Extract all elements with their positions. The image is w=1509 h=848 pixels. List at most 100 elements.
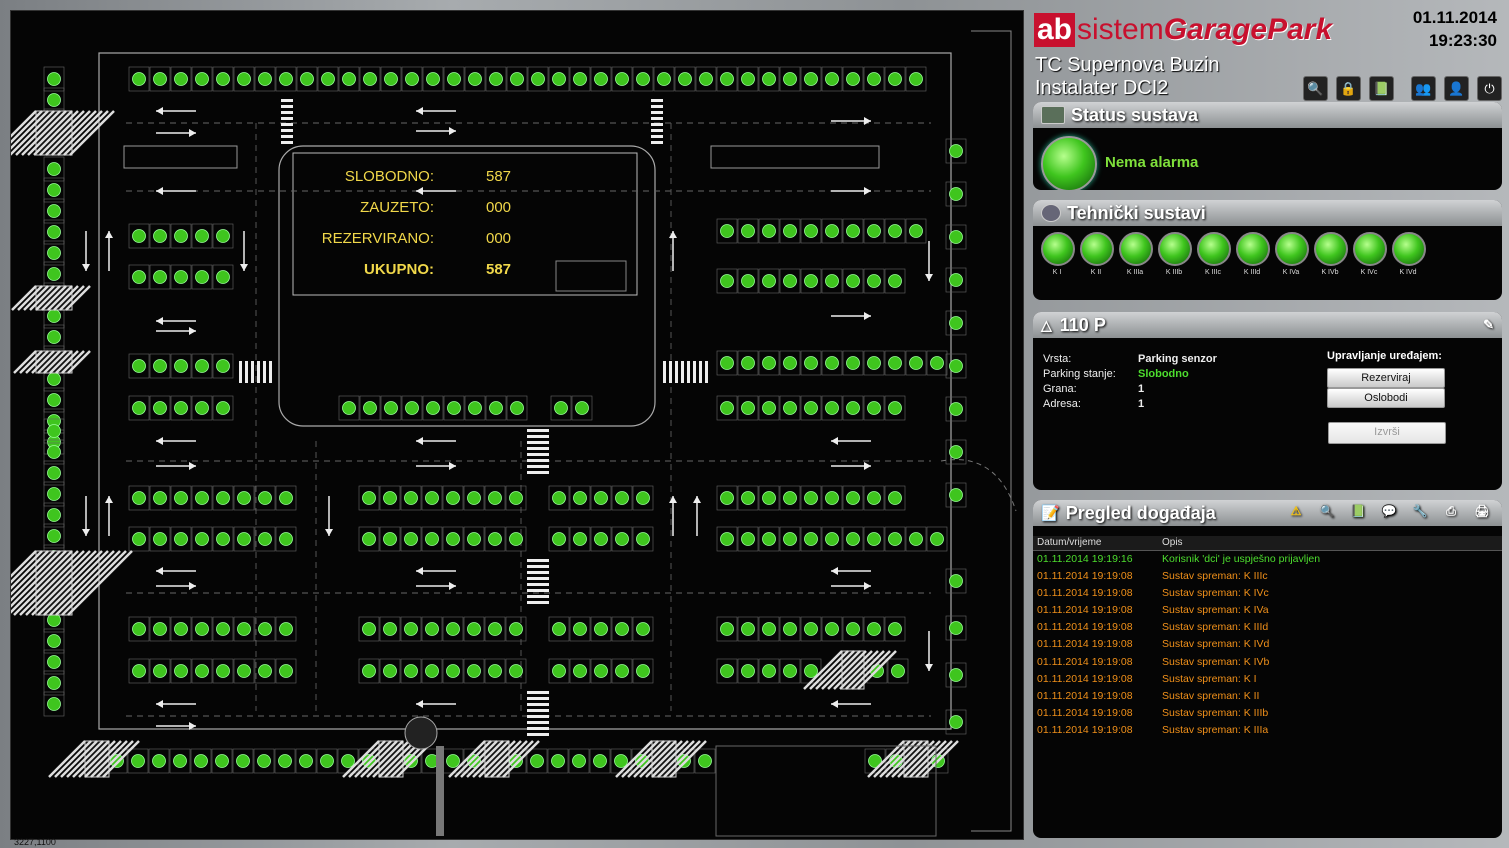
parking-spot-sensor[interactable]: [422, 395, 444, 421]
search-events-icon[interactable]: 🔍: [1319, 504, 1335, 518]
power-icon[interactable]: ⏻: [1477, 76, 1502, 101]
parking-spot-sensor[interactable]: [127, 748, 149, 774]
users-icon[interactable]: 👥: [1411, 76, 1436, 101]
parking-spot-sensor[interactable]: [379, 526, 401, 552]
parking-spot-sensor[interactable]: [926, 350, 948, 376]
parking-spot-sensor[interactable]: [716, 485, 738, 511]
parking-map-canvas[interactable]: SLOBODNO:587ZAUZETO:000REZERVIRANO:000UK…: [11, 11, 1023, 839]
parking-spot-sensor[interactable]: [569, 526, 591, 552]
parking-spot-sensor[interactable]: [695, 66, 717, 92]
parking-spot-sensor[interactable]: [212, 395, 234, 421]
parking-spot-sensor[interactable]: [526, 748, 548, 774]
parking-spot-sensor[interactable]: [884, 66, 906, 92]
parking-spot-sensor[interactable]: [945, 310, 967, 336]
parking-spot-sensor[interactable]: [926, 526, 948, 552]
parking-spot-sensor[interactable]: [358, 658, 380, 684]
parking-spot-sensor[interactable]: [737, 268, 759, 294]
parking-spot-sensor[interactable]: [611, 658, 633, 684]
parking-spot-sensor[interactable]: [548, 485, 570, 511]
parking-spot-sensor[interactable]: [800, 395, 822, 421]
parking-spot-sensor[interactable]: [821, 526, 843, 552]
parking-spot-sensor[interactable]: [863, 268, 885, 294]
printer-icon[interactable]: 🖨: [1474, 504, 1490, 518]
parking-spot-sensor[interactable]: [842, 395, 864, 421]
parking-spot-sensor[interactable]: [716, 616, 738, 642]
parking-spot-sensor[interactable]: [379, 658, 401, 684]
reserve-button[interactable]: Rezerviraj: [1327, 368, 1445, 388]
parking-spot-sensor[interactable]: [884, 218, 906, 244]
parking-spot-sensor[interactable]: [128, 616, 150, 642]
parking-spot-sensor[interactable]: [737, 616, 759, 642]
parking-spot-sensor[interactable]: [945, 709, 967, 735]
parking-spot-sensor[interactable]: [884, 526, 906, 552]
parking-spot-sensor[interactable]: [484, 616, 506, 642]
parking-spot-sensor[interactable]: [945, 615, 967, 641]
parking-spot-sensor[interactable]: [149, 223, 171, 249]
parking-spot-sensor[interactable]: [800, 526, 822, 552]
parking-spot-sensor[interactable]: [212, 658, 234, 684]
parking-spot-sensor[interactable]: [905, 218, 927, 244]
parking-spot-sensor[interactable]: [463, 658, 485, 684]
parking-spot-sensor[interactable]: [842, 616, 864, 642]
tech-system-item[interactable]: K IIIc: [1197, 232, 1231, 276]
parking-spot-sensor[interactable]: [212, 485, 234, 511]
parking-spot-sensor[interactable]: [212, 526, 234, 552]
parking-spot-sensor[interactable]: [128, 66, 150, 92]
parking-spot-sensor[interactable]: [43, 387, 65, 413]
parking-spot-sensor[interactable]: [506, 395, 528, 421]
parking-spot-sensor[interactable]: [400, 485, 422, 511]
parking-spot-sensor[interactable]: [590, 616, 612, 642]
parking-spot-sensor[interactable]: [779, 268, 801, 294]
parking-spot-sensor[interactable]: [884, 350, 906, 376]
parking-spot-sensor[interactable]: [737, 66, 759, 92]
parking-spot-sensor[interactable]: [590, 66, 612, 92]
parking-spot-sensor[interactable]: [737, 485, 759, 511]
parking-spot-sensor[interactable]: [737, 526, 759, 552]
parking-spot-sensor[interactable]: [945, 396, 967, 422]
parking-spot-sensor[interactable]: [43, 523, 65, 549]
parking-spot-sensor[interactable]: [945, 662, 967, 688]
parking-spot-sensor[interactable]: [716, 218, 738, 244]
parking-spot-sensor[interactable]: [758, 66, 780, 92]
parking-spot-sensor[interactable]: [569, 616, 591, 642]
parking-spot-sensor[interactable]: [800, 350, 822, 376]
parking-spot-sensor[interactable]: [43, 240, 65, 266]
parking-spot-sensor[interactable]: [338, 66, 360, 92]
parking-spot-sensor[interactable]: [800, 66, 822, 92]
parking-spot-sensor[interactable]: [758, 485, 780, 511]
parking-spot-sensor[interactable]: [821, 395, 843, 421]
parking-spot-sensor[interactable]: [254, 66, 276, 92]
parking-spot-sensor[interactable]: [421, 526, 443, 552]
parking-spot-sensor[interactable]: [506, 66, 528, 92]
parking-spot-sensor[interactable]: [945, 482, 967, 508]
parking-spot-sensor[interactable]: [842, 66, 864, 92]
parking-spot-sensor[interactable]: [149, 66, 171, 92]
parking-spot-sensor[interactable]: [233, 485, 255, 511]
book-icon[interactable]: 📗: [1369, 76, 1394, 101]
parking-spot-sensor[interactable]: [149, 353, 171, 379]
parking-spot-sensor[interactable]: [191, 485, 213, 511]
parking-spot-sensor[interactable]: [43, 87, 65, 113]
parking-spot-sensor[interactable]: [550, 395, 572, 421]
parking-spot-sensor[interactable]: [358, 616, 380, 642]
parking-spot-sensor[interactable]: [358, 526, 380, 552]
parking-spot-sensor[interactable]: [233, 66, 255, 92]
parking-spot-sensor[interactable]: [945, 439, 967, 465]
parking-spot-sensor[interactable]: [800, 218, 822, 244]
parking-spot-sensor[interactable]: [380, 395, 402, 421]
release-button[interactable]: Oslobodi: [1327, 388, 1445, 408]
parking-spot-sensor[interactable]: [945, 224, 967, 250]
parking-spot-sensor[interactable]: [275, 526, 297, 552]
parking-spot-sensor[interactable]: [863, 395, 885, 421]
parking-spot-sensor[interactable]: [779, 485, 801, 511]
parking-spot-sensor[interactable]: [359, 395, 381, 421]
parking-spot-sensor[interactable]: [43, 691, 65, 717]
parking-spot-sensor[interactable]: [758, 268, 780, 294]
parking-spot-sensor[interactable]: [233, 526, 255, 552]
parking-spot-sensor[interactable]: [400, 526, 422, 552]
parking-spot-sensor[interactable]: [887, 658, 909, 684]
parking-spot-sensor[interactable]: [905, 526, 927, 552]
